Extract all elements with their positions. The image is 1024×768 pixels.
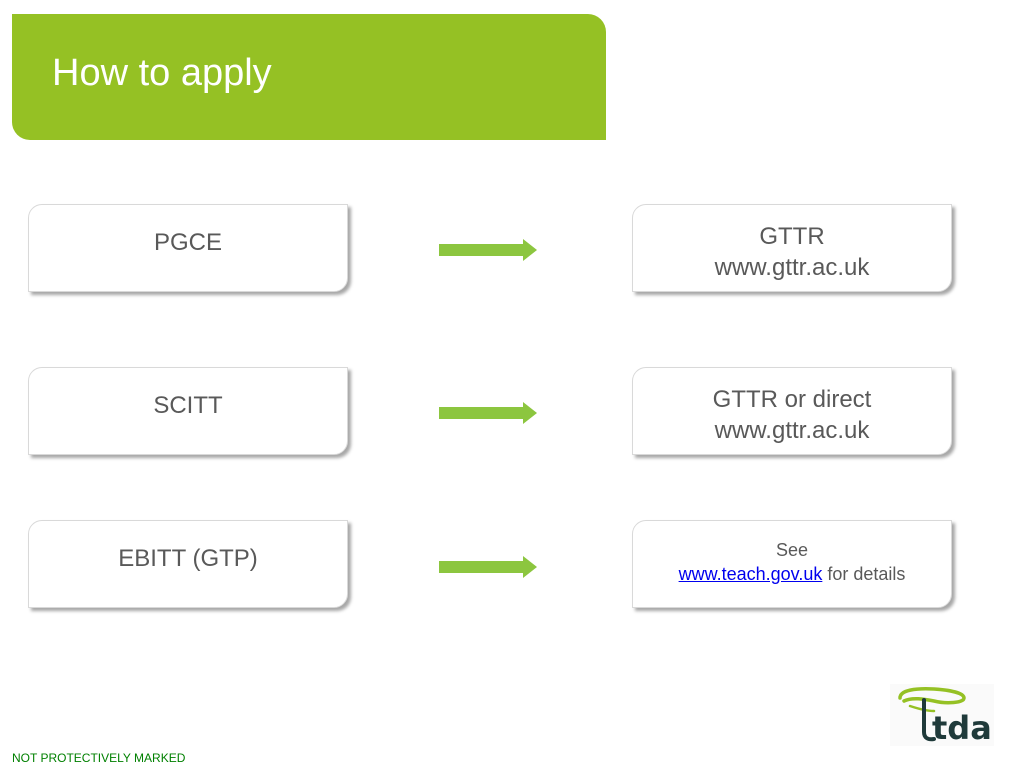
apply-box-teach: See www.teach.gov.uk for details — [632, 520, 952, 608]
right-arrow-icon — [439, 239, 537, 261]
route-box-scitt: SCITT — [28, 367, 348, 455]
apply-details-line: www.teach.gov.uk for details — [679, 562, 906, 586]
page-title: How to apply — [52, 52, 272, 94]
right-arrow-icon — [439, 556, 537, 578]
title-banner: How to apply — [12, 14, 606, 140]
apply-box-gttr: GTTR www.gttr.ac.uk — [632, 204, 952, 292]
right-arrow-icon — [439, 402, 537, 424]
apply-method: GTTR or direct — [712, 386, 872, 413]
details-suffix: for details — [822, 564, 906, 584]
tda-logo: tda — [890, 684, 994, 746]
route-label: EBITT (GTP) — [118, 545, 258, 572]
route-label: SCITT — [153, 392, 223, 419]
apply-method: GTTR — [759, 223, 825, 250]
apply-url: www.gttr.ac.uk — [714, 417, 870, 444]
apply-box-gttr-direct: GTTR or direct www.gttr.ac.uk — [632, 367, 952, 455]
apply-url: www.gttr.ac.uk — [714, 254, 870, 281]
teach-gov-link[interactable]: www.teach.gov.uk — [678, 564, 823, 584]
logo-text: tda — [932, 709, 992, 746]
route-label: PGCE — [153, 229, 222, 256]
route-box-pgce: PGCE — [28, 204, 348, 292]
protective-marking: NOT PROTECTIVELY MARKED — [12, 751, 186, 765]
route-box-ebitt: EBITT (GTP) — [28, 520, 348, 608]
apply-see-label: See — [775, 540, 808, 560]
